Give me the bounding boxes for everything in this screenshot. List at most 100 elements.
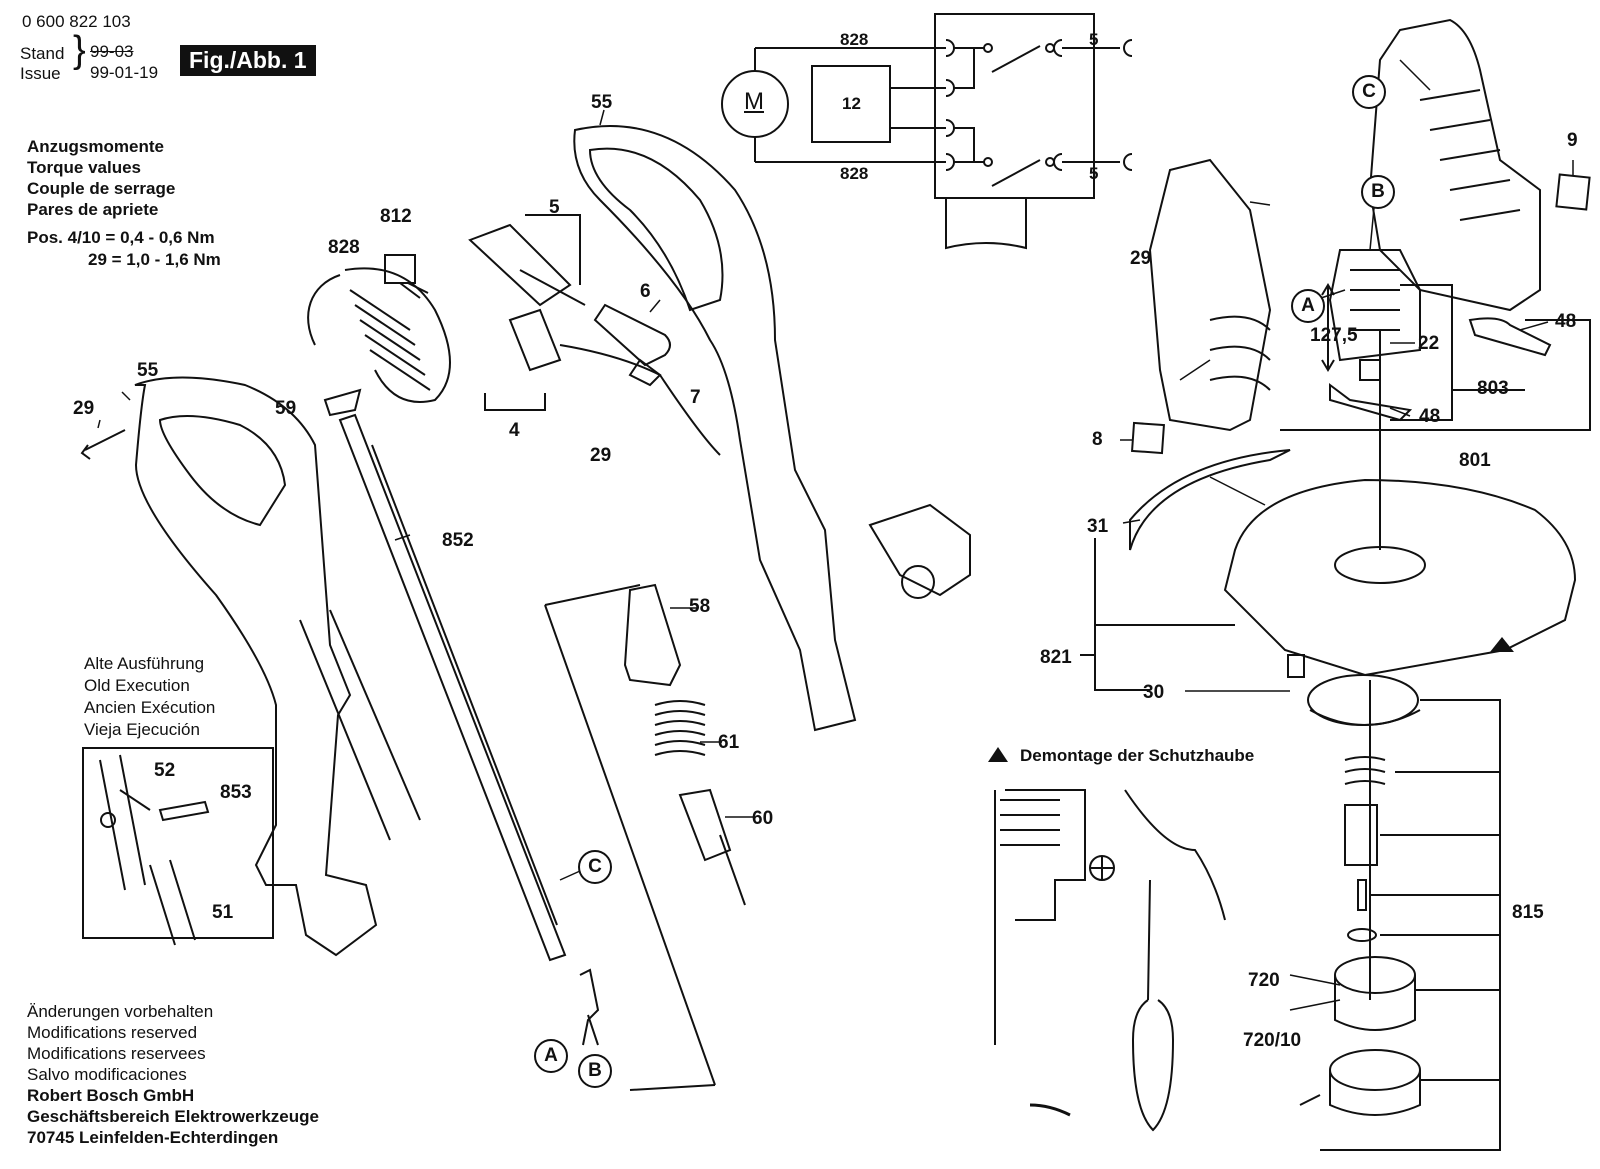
handle-left-55 [134,376,421,957]
sleeve-6 [593,303,671,367]
part-label-853: 853 [220,782,252,803]
old-exec-line-2: Old Execution [84,676,190,695]
wire-ends-A-B [579,968,600,1046]
part-label-60: 60 [752,808,774,829]
part-label-9: 9 [1567,130,1578,151]
part-label-58: 58 [689,596,711,617]
wiring-schematic [721,13,1133,250]
bracket-4 [484,393,546,411]
coil-cable-828 [307,267,451,403]
part-label-22: 22 [1418,333,1440,354]
part-label-29-left: 29 [73,398,95,419]
bracket-821 [1080,538,1235,691]
part-label-29-right: 29 [1130,248,1152,269]
label-plate-8 [1130,421,1166,455]
footer-line-4: Salvo modificaciones [27,1065,187,1084]
circle-marker-C-tube: C [578,850,612,884]
spacer-48-upper [1468,317,1552,357]
leader-lines [97,59,1574,1011]
issue-label: Issue [20,64,61,83]
schematic-box-label: 12 [842,94,861,113]
handle-main-55 [573,125,971,732]
part-label-55-left: 55 [137,360,159,381]
part-label-31: 31 [1087,516,1109,537]
triangle-markers [988,637,1514,762]
torque-line-2: Torque values [27,158,141,177]
wire-top-label: 828 [840,30,869,49]
bracket-58-61-60 [544,584,746,1091]
part-label-803: 803 [1477,378,1509,399]
part-label-801: 801 [1459,450,1491,471]
part-label-4: 4 [509,420,520,441]
old-exec-line-3: Ancien Exécution [84,698,216,717]
part-label-30: 30 [1143,682,1165,703]
part-label-61: 61 [718,732,740,753]
motor-label: M [744,88,764,115]
torque-line-6: 29 = 1,0 - 1,6 Nm [88,250,221,269]
footer-line-7: 70745 Leinfelden-Echterdingen [27,1128,279,1147]
bracket-5 [525,214,581,285]
motor-22 [1328,249,1421,381]
part-label-29-middle: 29 [590,445,612,466]
old-execution-inset [82,747,274,946]
tube-852 [338,413,567,962]
spool-assembly-815 [1299,674,1501,1151]
housing-half-front [1148,158,1272,432]
part-label-55-main: 55 [591,92,613,113]
issue-date: 99-01-19 [90,63,159,82]
part-label-48-upper: 48 [1555,311,1577,332]
torque-line-1: Anzugsmomente [27,137,164,156]
circle-marker-A-wire: A [534,1039,568,1073]
screw-29-left [80,429,126,460]
plug-connector-812 [384,254,429,299]
boot-59 [323,388,362,417]
demontage-title: Demontage der Schutzhaube [1020,746,1255,765]
circle-marker-C-housing: C [1352,75,1386,109]
spring-61 [654,700,706,756]
part-label-6: 6 [640,281,651,302]
figure-label: Fig./Abb. 1 [180,45,316,76]
switch-4 [508,308,721,456]
old-exec-line-4: Vieja Ejecución [84,720,200,739]
footer-line-3: Modifications reservees [27,1044,206,1063]
dimension-label: 127,5 [1310,325,1358,346]
part-label-720: 720 [1248,970,1280,991]
circle-marker-B-wire: B [578,1054,612,1088]
part-label-821: 821 [1040,647,1072,668]
bracket-803 [1280,284,1591,431]
circle-marker-A-motor: A [1291,289,1325,323]
part-label-812: 812 [380,206,412,227]
part-label-52: 52 [154,760,176,781]
circle-marker-B-motor: B [1361,175,1395,209]
part-label-815: 815 [1512,902,1544,923]
demontage-illustration [994,789,1226,1132]
sleeve-60 [678,788,732,862]
footer-line-2: Modifications reserved [27,1023,198,1042]
stand-date: 99-03 [90,42,134,61]
protective-hood [1223,330,1577,677]
torque-line-3: Couple de serrage [27,179,176,198]
part-label-59: 59 [275,398,297,419]
clip-30 [1287,654,1305,678]
spacer-48-lower [1329,383,1413,422]
part-label-720-10: 720/10 [1243,1030,1302,1051]
part-label-5: 5 [549,197,560,218]
dimension-127-5 [1321,283,1335,372]
stand-label: Stand [20,44,65,63]
torque-line-5: Pos. 4/10 = 0,4 - 0,6 Nm [27,228,215,247]
cable-clamp-7 [628,358,662,387]
part-label-48-lower: 48 [1419,406,1441,427]
part-label-51: 51 [212,902,234,923]
wire-bottom-label: 828 [840,164,869,183]
part-label-828: 828 [328,237,360,258]
housing-half-C [1368,18,1541,312]
part-number: 0 600 822 103 [22,12,131,31]
footer-line-1: Änderungen vorbehalten [27,1002,214,1021]
guard-31 [1129,449,1291,551]
footer-line-5: Robert Bosch GmbH [27,1086,195,1105]
torque-line-4: Pares de apriete [27,200,159,219]
part-label-7: 7 [690,387,701,408]
plug-top-label: 5 [1089,30,1099,49]
label-plate-9 [1555,173,1591,211]
